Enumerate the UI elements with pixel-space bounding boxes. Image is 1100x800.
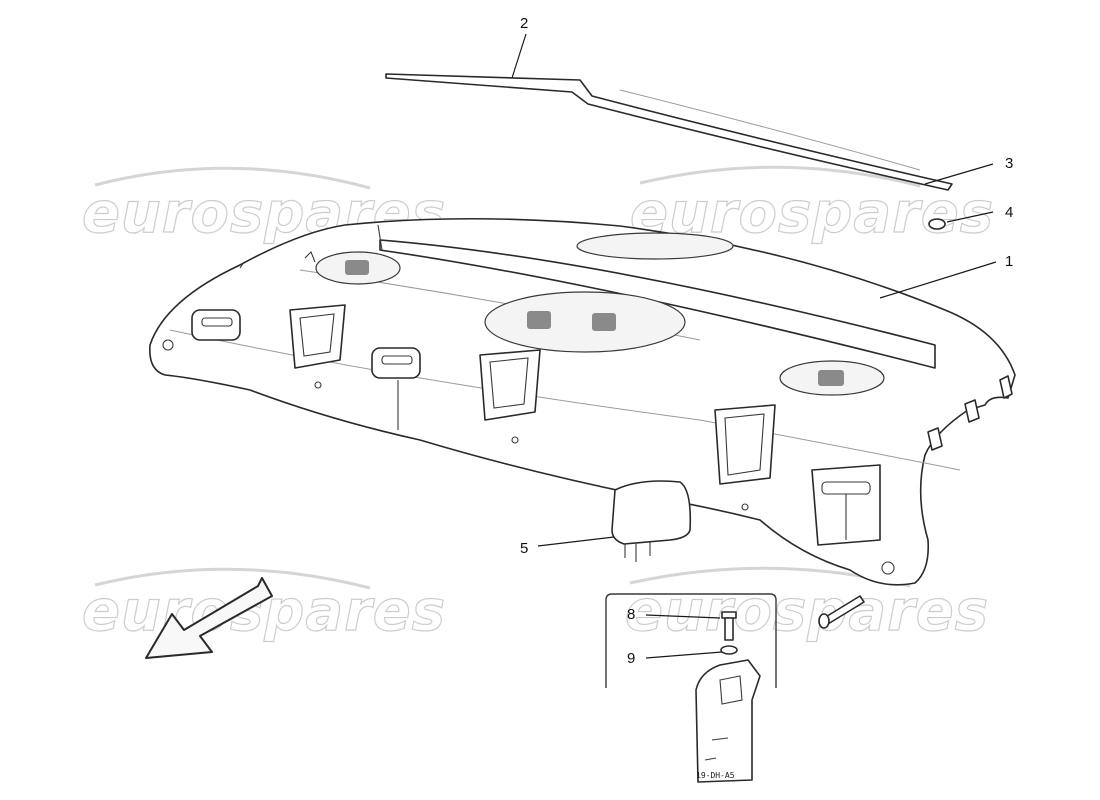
- part-2-trim-strip: [385, 73, 953, 191]
- callout-9: 9: [627, 650, 635, 667]
- direction-arrow: [145, 577, 273, 659]
- watermark-top-left: eurospares: [82, 181, 446, 246]
- callout-labels: 2 3 4 1 5 8 9: [520, 15, 1013, 667]
- callout-1: 1: [1005, 253, 1013, 270]
- callout-2: 2: [520, 15, 528, 32]
- leader-lines: [511, 33, 997, 659]
- part-4-washer: [928, 218, 946, 230]
- part-1-parcel-shelf: [148, 217, 1016, 586]
- callout-3: 3: [1005, 155, 1013, 172]
- callout-8: 8: [627, 606, 635, 623]
- callout-5: 5: [520, 540, 528, 557]
- callout-4: 4: [1005, 204, 1013, 221]
- screw: [818, 595, 865, 629]
- detail-inset: 19-DH-A5: [605, 593, 777, 783]
- watermark-bottom-right: eurospares: [625, 579, 989, 644]
- watermark-top-right: eurospares: [630, 181, 994, 246]
- watermark-group: eurospares eurospares eurospares eurospa…: [81, 165, 994, 645]
- part-5-cap: [611, 480, 692, 562]
- detail-reference: 19-DH-A5: [696, 771, 735, 780]
